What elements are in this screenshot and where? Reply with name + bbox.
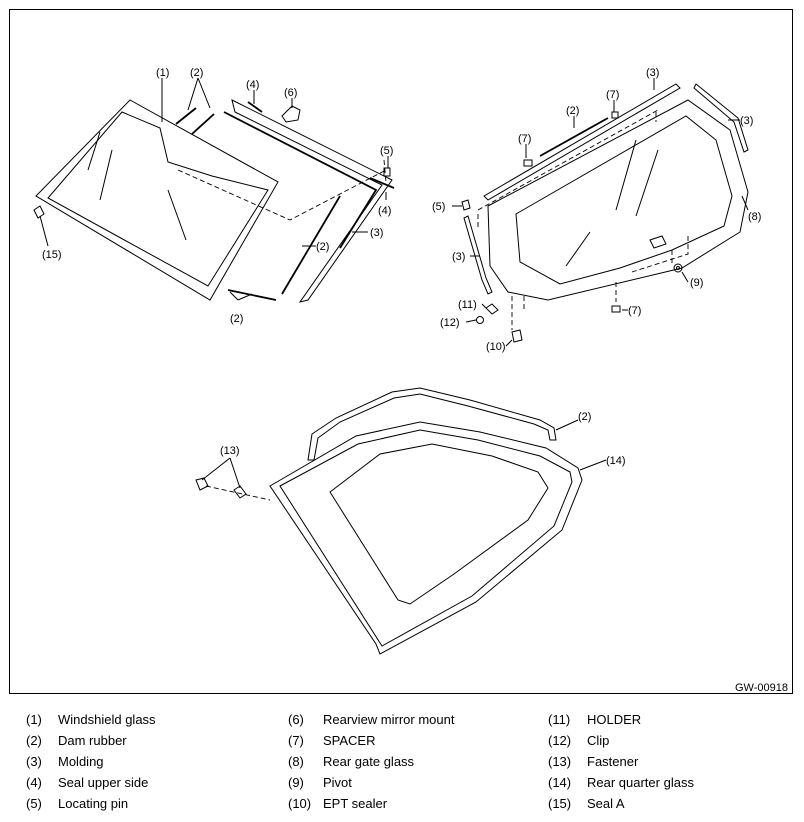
callout-2c: (2): [230, 313, 243, 325]
callout-8: (8): [748, 211, 761, 223]
callout-2e: (2): [578, 411, 591, 423]
legend-text: EPT sealer: [323, 796, 388, 811]
legend-number: (5): [26, 796, 42, 811]
callout-14: (14): [606, 455, 626, 467]
callout-6: (6): [284, 87, 297, 99]
callout-3d: (3): [452, 251, 465, 263]
callout-2b: (2): [316, 241, 329, 253]
diagram-frame: [9, 9, 793, 694]
legend-text: HOLDER: [587, 712, 642, 727]
rear-gate-glass: [487, 99, 749, 301]
legend-text: Dam rubber: [58, 733, 127, 748]
rear-quarter-glass: [269, 421, 583, 655]
callout-7c: (7): [628, 305, 641, 317]
legend-number: (12): [548, 733, 572, 748]
seal-upper-side: [369, 177, 395, 189]
callout-12: (12): [440, 317, 460, 329]
callout-9: (9): [690, 277, 703, 289]
seal-a-part: [33, 205, 45, 219]
callout-3b: (3): [646, 67, 659, 79]
legend-text: Molding: [58, 754, 104, 769]
callout-3c: (3): [740, 115, 753, 127]
legend-number: (7): [288, 733, 304, 748]
legend-number: (11): [548, 712, 571, 727]
callout-5a: (5): [380, 145, 393, 157]
legend-text: Pivot: [323, 775, 352, 790]
windshield-group: [33, 77, 395, 303]
callout-2d: (2): [566, 105, 579, 117]
callout-13: (13): [220, 445, 240, 457]
legend-text: Fastener: [587, 754, 639, 769]
callout-11: (11): [458, 299, 477, 311]
callout-1: (1): [156, 67, 169, 79]
rear-gate-molding-left: [463, 215, 493, 295]
callout-15: (15): [42, 249, 62, 261]
callout-7b: (7): [518, 133, 531, 145]
legend-number: (3): [26, 754, 42, 769]
legend-text: Seal upper side: [58, 775, 149, 790]
legend-number: (1): [26, 712, 42, 727]
callout-7a: (7): [606, 89, 619, 101]
legend-text: SPACER: [323, 733, 376, 748]
callout-3a: (3): [370, 227, 383, 239]
callout-4a: (4): [246, 79, 259, 91]
legend-number: (4): [26, 775, 42, 790]
legend-number: (15): [548, 796, 572, 811]
rearview-mirror-mount-part: [281, 105, 301, 123]
legend-text: Clip: [587, 733, 610, 748]
legend-number: (9): [288, 775, 304, 790]
exploded-parts-diagram: (1) (2) (4) (6) (5) (4) (3) (2) (2) (15)…: [33, 67, 761, 655]
legend-number: (10): [288, 796, 312, 811]
callout-5b: (5): [432, 201, 445, 213]
windshield-dam-rubber: [223, 111, 378, 249]
legend-text: Rear quarter glass: [587, 775, 694, 790]
rear-gate-molding-top: [483, 83, 681, 201]
rear-gate-molding-right: [693, 83, 749, 153]
rear-gate-group: [452, 78, 749, 347]
legend-text: Locating pin: [58, 796, 129, 811]
callout-10: (10): [486, 341, 506, 353]
parts-legend: (1) Windshield glass (2) Dam rubber (3) Mol…: [0, 712, 804, 822]
legend-number: (2): [26, 733, 42, 748]
legend-number: (14): [548, 775, 572, 790]
callout-2a: (2): [190, 67, 203, 79]
rear-quarter-group: [195, 387, 607, 655]
quarter-dam-rubber: [307, 387, 557, 461]
legend-text: Seal A: [587, 796, 625, 811]
figure-code: GW-00918: [735, 682, 788, 694]
legend-text: Windshield glass: [58, 712, 156, 727]
legend-number: (6): [288, 712, 304, 727]
legend-text: Rear gate glass: [323, 754, 415, 769]
legend-number: (8): [288, 754, 304, 769]
legend-text: Rearview mirror mount: [323, 712, 455, 727]
legend-number: (13): [548, 754, 572, 769]
callout-4b: (4): [378, 205, 391, 217]
windshield-molding: [231, 99, 393, 303]
windshield-glass: [35, 99, 279, 301]
